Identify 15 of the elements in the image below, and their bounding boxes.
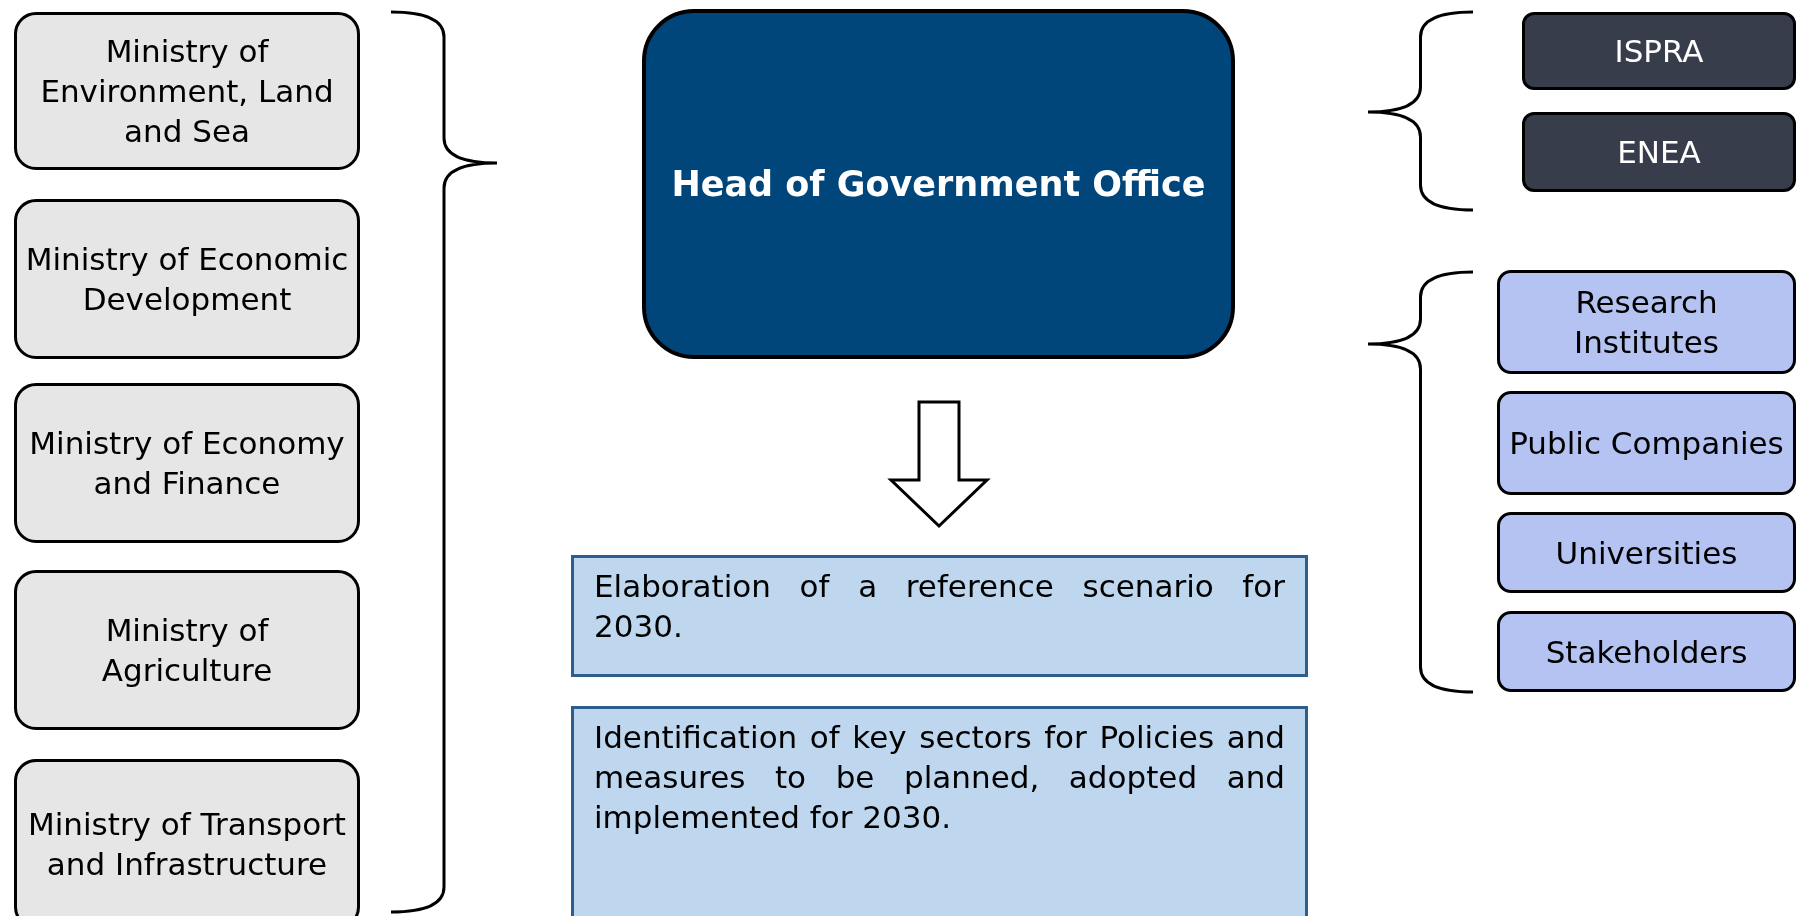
agency-box: ENEA bbox=[1522, 112, 1796, 192]
ministry-box: Ministry of Environment, Land and Sea bbox=[14, 12, 360, 170]
task-box: Elaboration of a reference scenario for 2030. bbox=[571, 555, 1308, 677]
task-box: Identification of key sectors for Policies and measures to be planned, adopted and implemented for 2030. bbox=[571, 706, 1308, 916]
office-box: Head of Government Office bbox=[642, 9, 1235, 359]
partner-box: Stakeholders bbox=[1497, 611, 1796, 692]
partner-box: Public Companies bbox=[1497, 391, 1796, 495]
ministry-box: Ministry of Economic Development bbox=[14, 199, 360, 359]
partner-box: Research Institutes bbox=[1497, 270, 1796, 374]
agency-box: ISPRA bbox=[1522, 12, 1796, 90]
ministry-box: Ministry of Economy and Finance bbox=[14, 383, 360, 543]
block-arrow bbox=[887, 400, 991, 529]
ministry-box: Ministry of Agriculture bbox=[14, 570, 360, 730]
partner-box: Universities bbox=[1497, 512, 1796, 593]
ministry-box: Ministry of Transport and Infrastructure bbox=[14, 759, 360, 916]
